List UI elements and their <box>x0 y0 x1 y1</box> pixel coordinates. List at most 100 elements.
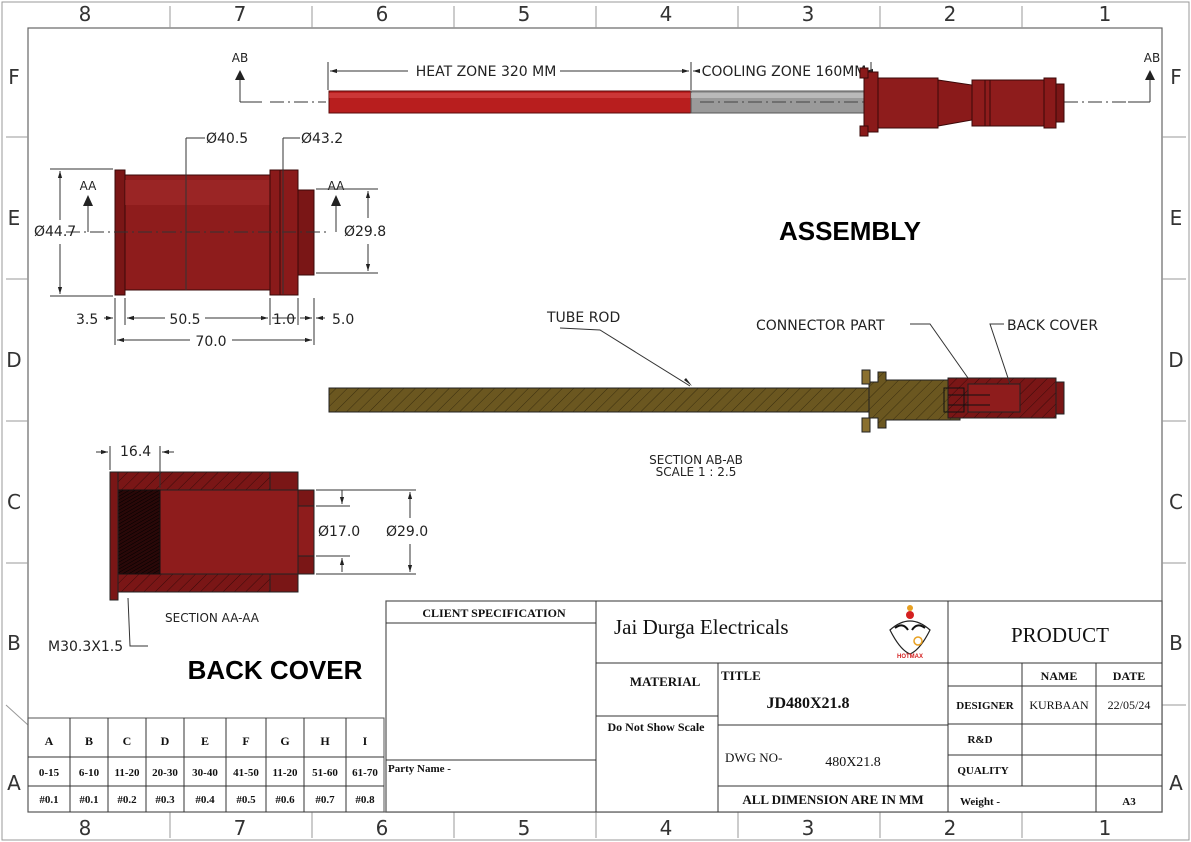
dwg-label: DWG NO- <box>725 750 782 765</box>
title-block <box>385 600 1163 813</box>
client-spec-header: CLIENT SPECIFICATION <box>422 606 566 620</box>
col-label: 6 <box>376 816 389 840</box>
tube-rod-label: TUBE ROD <box>546 310 620 326</box>
title-label: TITLE <box>721 668 761 683</box>
cooling-zone-label: COOLING ZONE 160MM <box>702 64 867 80</box>
tol-range: 30-40 <box>192 767 218 779</box>
row-label: C <box>7 490 21 514</box>
assembly-title: ASSEMBLY <box>779 216 921 246</box>
tol-value: #0.3 <box>155 794 175 806</box>
row-label: E <box>8 206 21 230</box>
designer-date: 22/05/24 <box>1108 698 1151 712</box>
row-labels-left: F E D C B A <box>6 65 21 795</box>
column-ticks <box>5 6 1186 838</box>
dwg-value: 480X21.8 <box>825 755 881 770</box>
tol-value: #0.2 <box>117 794 137 806</box>
assembly-flange <box>863 71 879 133</box>
section-ab-right-label: AB <box>1144 51 1160 65</box>
row-label: A <box>1169 771 1183 795</box>
tol-header: G <box>280 734 289 748</box>
row-label: A <box>7 771 21 795</box>
material-label: MATERIAL <box>630 674 701 689</box>
col-label: 8 <box>79 2 92 26</box>
party-name-label: Party Name - <box>388 763 451 775</box>
tol-range: 51-60 <box>312 767 338 779</box>
tol-header: E <box>201 734 209 748</box>
col-label: 1 <box>1099 2 1112 26</box>
tol-value: #0.1 <box>79 794 98 806</box>
product-label: PRODUCT <box>1011 623 1109 647</box>
dim-dia-40-5: Ø40.5 <box>206 131 248 147</box>
back-cover-title: BACK COVER <box>188 655 363 685</box>
all-dims-note: ALL DIMENSION ARE IN MM <box>742 792 923 807</box>
assembly-section-view: ASSEMBLY TUBE ROD CONNECTOR PART BACK CO… <box>328 216 1098 479</box>
logo-text: HOTMAX <box>897 654 923 660</box>
col-label: 8 <box>79 816 92 840</box>
col-label: 3 <box>802 816 815 840</box>
assembly-back-cover <box>971 79 1045 127</box>
weight-label: Weight - <box>960 796 1000 808</box>
tol-range: 11-20 <box>272 767 298 779</box>
dim-dia-44-7: Ø44.7 <box>34 224 76 240</box>
dim-70-0: 70.0 <box>195 334 226 350</box>
row-label: D <box>6 348 21 372</box>
tol-value: #0.7 <box>315 794 335 806</box>
connector-part-label: CONNECTOR PART <box>756 318 885 334</box>
tol-value: #0.4 <box>195 794 215 806</box>
row-label: E <box>1170 206 1183 230</box>
tolerance-ranges: 0-15 6-10 11-20 20-30 30-40 41-50 11-20 … <box>39 767 378 779</box>
dim-16-4: 16.4 <box>120 444 151 460</box>
rnd-label: R&D <box>967 734 992 746</box>
col-label: 2 <box>944 2 957 26</box>
dim-1-0: 1.0 <box>273 312 295 328</box>
tol-header: A <box>45 734 54 748</box>
tol-value: #0.6 <box>275 794 295 806</box>
dim-dia-17-0: Ø17.0 <box>318 524 360 540</box>
col-label: 2 <box>944 816 957 840</box>
tol-header: I <box>363 734 368 748</box>
section-ab-left-label: AB <box>232 51 248 65</box>
tol-header: B <box>85 734 93 748</box>
hotmax-logo: HOTMAX <box>889 605 931 660</box>
designer-label: DESIGNER <box>956 700 1015 712</box>
tol-header: H <box>320 734 330 748</box>
tol-header: D <box>161 734 170 748</box>
company-name: Jai Durga Electricals <box>614 615 789 639</box>
thread-region <box>117 489 161 575</box>
column-labels-top: 8 7 6 5 4 3 2 1 <box>79 2 1112 26</box>
row-label: B <box>7 631 21 655</box>
tol-range: 20-30 <box>152 767 178 779</box>
tolerance-table <box>27 717 385 813</box>
row-label: F <box>8 65 20 89</box>
tube-rod-section <box>328 387 870 413</box>
section-ab-scale: SCALE 1 : 2.5 <box>656 465 737 479</box>
tol-header: F <box>242 734 249 748</box>
tol-range: 0-15 <box>39 767 60 779</box>
dim-dia-29-0: Ø29.0 <box>386 524 428 540</box>
col-label: 5 <box>518 2 531 26</box>
col-label: 7 <box>234 2 247 26</box>
section-aa-right-label: AA <box>328 179 346 193</box>
thread-spec-label: M30.3X1.5 <box>48 639 123 655</box>
back-cover-view: AA AA Ø40.5 Ø43.2 Ø44.7 Ø29.8 3.5 <box>34 131 386 350</box>
do-not-scale-label: Do Not Show Scale <box>607 720 705 734</box>
heat-zone-label: HEAT ZONE 320 MM <box>416 64 557 80</box>
tol-header: C <box>123 734 132 748</box>
col-label: 4 <box>660 2 673 26</box>
tol-value: #0.1 <box>39 794 58 806</box>
row-label: D <box>1168 348 1183 372</box>
col-label: 1 <box>1099 816 1112 840</box>
assembly-top-view: AB AB HEAT ZONE 320 MM COOLING ZONE 160M… <box>232 51 1160 137</box>
tol-value: #0.8 <box>355 794 375 806</box>
assembly-connector-body <box>877 77 939 129</box>
dim-dia-29-8: Ø29.8 <box>344 224 386 240</box>
back-cover-section-view: 16.4 Ø17.0 Ø29.0 SECTION AA-AA M30.3X1.5… <box>48 444 428 685</box>
row-label: C <box>1169 490 1183 514</box>
tol-range: 11-20 <box>114 767 140 779</box>
row-labels-right: F E D C B A <box>1168 65 1183 795</box>
title-value: JD480X21.8 <box>766 695 849 712</box>
tol-value: #0.5 <box>236 794 256 806</box>
section-ab-name: SECTION AB-AB <box>649 453 743 467</box>
